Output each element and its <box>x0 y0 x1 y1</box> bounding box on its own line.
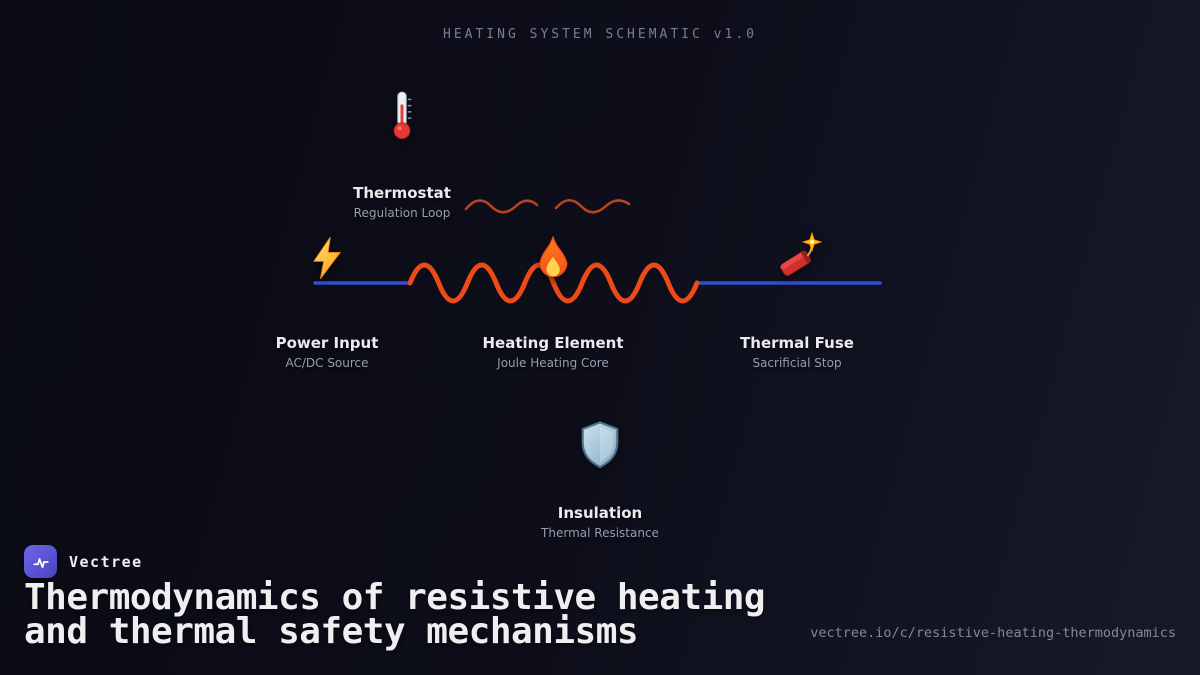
page-title: HEATING SYSTEM SCHEMATIC v1.0 <box>443 27 757 42</box>
card-title-line2: and thermal safety mechanisms <box>24 611 639 652</box>
node-label-insulation: Insulation <box>557 504 643 522</box>
vectree-logo <box>24 545 57 578</box>
shield-icon <box>578 421 622 473</box>
card-title: Thermodynamics of resistive heating and … <box>24 577 844 652</box>
brand-name: Vectree <box>69 553 143 571</box>
heat-wave-icon <box>554 199 631 214</box>
card-url: vectree.io/c/resistive-heating-thermodyn… <box>810 625 1176 641</box>
flame-icon <box>529 235 577 291</box>
node-sublabel-power-input: AC/DC Source <box>285 356 369 370</box>
thermometer-icon <box>381 90 423 144</box>
node-sublabel-insulation: Thermal Resistance <box>541 526 659 540</box>
node-sublabel-thermostat: Regulation Loop <box>353 206 451 220</box>
node-label-heating-element: Heating Element <box>482 334 624 352</box>
card-title-line1: Thermodynamics of resistive heating <box>24 577 766 618</box>
pulse-line-icon <box>32 557 49 568</box>
dynamite-icon <box>772 231 823 284</box>
node-label-thermal-fuse: Thermal Fuse <box>740 334 854 352</box>
node-sublabel-thermal-fuse: Sacrificial Stop <box>752 356 842 370</box>
node-label-thermostat: Thermostat <box>353 184 451 202</box>
heat-wave-icon <box>464 199 539 214</box>
lightning-bolt-icon <box>306 236 348 284</box>
node-sublabel-heating-element: Joule Heating Core <box>497 356 609 370</box>
node-label-power-input: Power Input <box>275 334 379 352</box>
resistor-coil <box>407 262 700 304</box>
